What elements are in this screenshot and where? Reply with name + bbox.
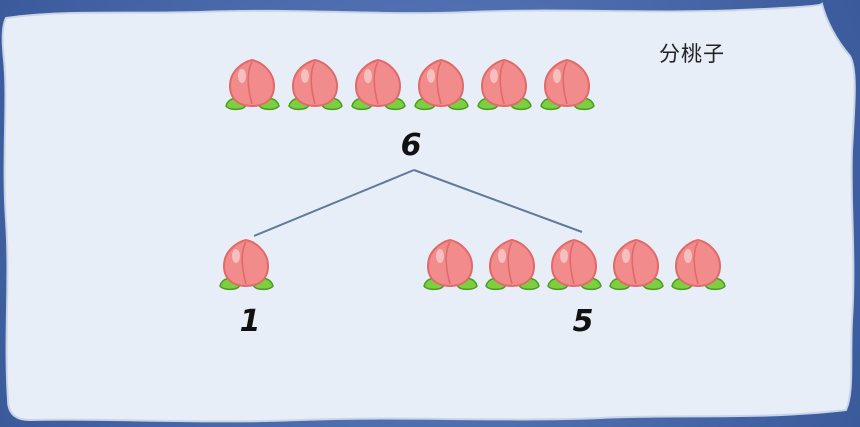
total-number: 6 (400, 128, 422, 163)
peach-icon (477, 58, 532, 111)
page-title: 分桃子 (659, 42, 725, 66)
split-line-right (413, 169, 583, 233)
peach-icon (225, 58, 280, 111)
part-left-number: 1 (239, 304, 261, 339)
part-right-number: 5 (572, 304, 594, 339)
peach-icon (485, 238, 540, 291)
peach-icon (540, 58, 595, 111)
peach-icon (671, 238, 726, 291)
peach-icon (423, 238, 478, 291)
peach-icon (351, 58, 406, 111)
split-line-left (253, 169, 415, 237)
peach-icon (609, 238, 664, 291)
peach-icon (547, 238, 602, 291)
peach-icon (219, 238, 274, 291)
part-left-peach-row (216, 236, 277, 294)
peach-icon (288, 58, 343, 111)
total-peach-row (222, 56, 598, 114)
part-right-peach-row (420, 236, 729, 294)
peach-icon (414, 58, 469, 111)
